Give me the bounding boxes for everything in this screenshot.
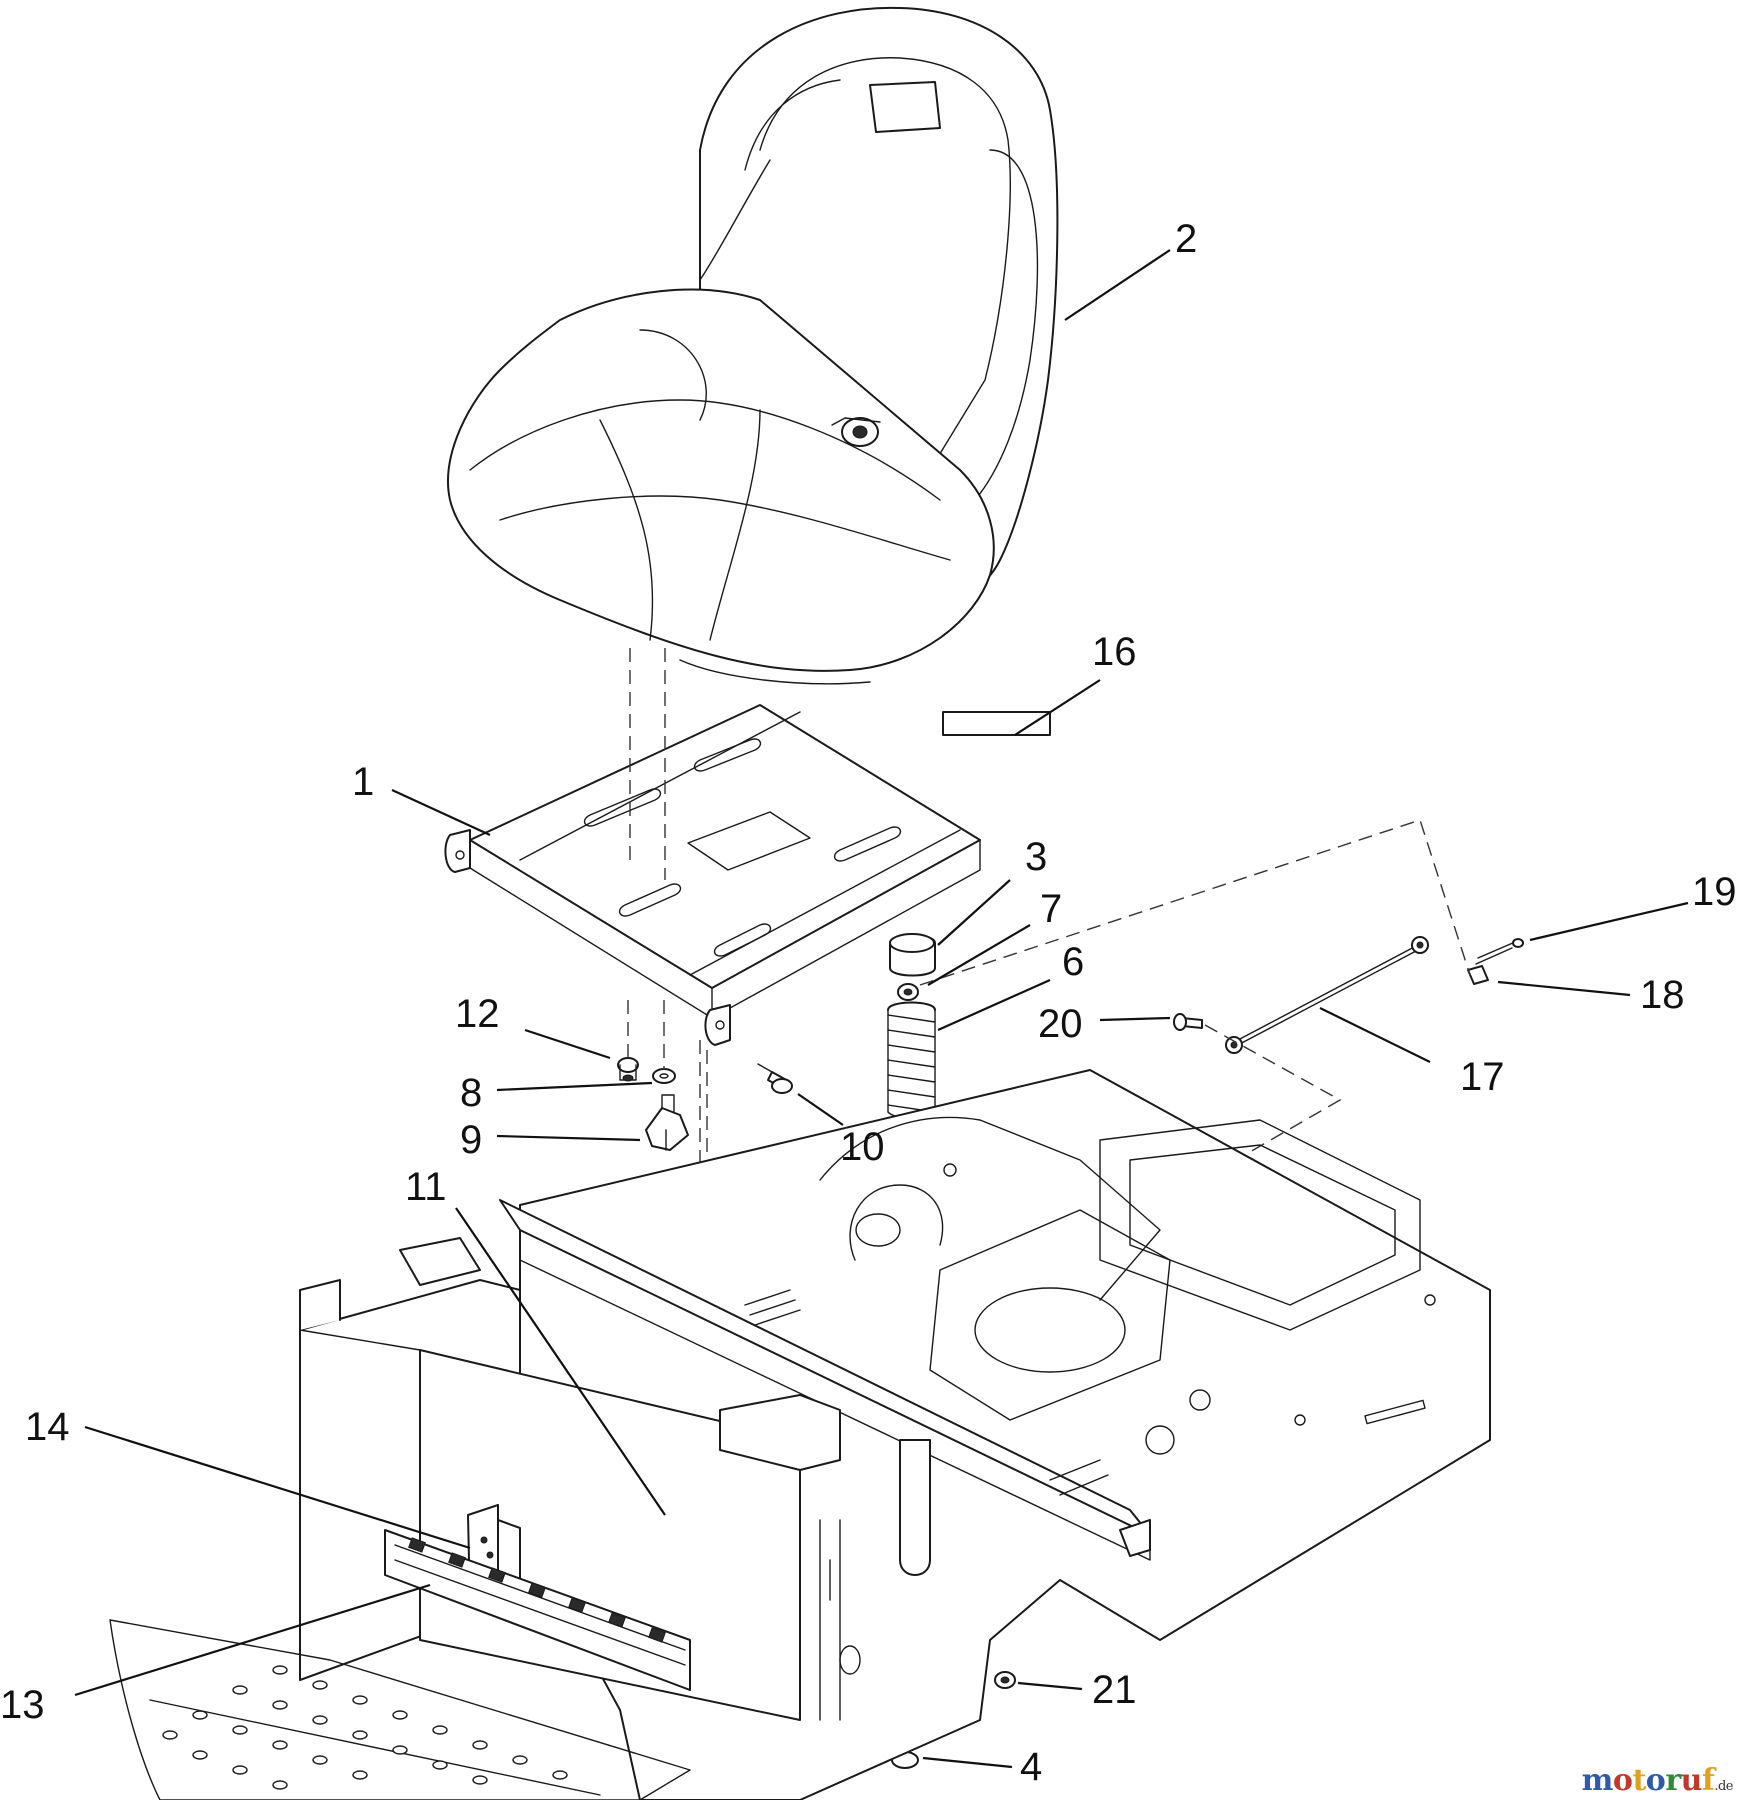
bolt-20 (1173, 1013, 1203, 1031)
callout-7: 7 (1040, 887, 1062, 931)
bolt-12 (617, 1057, 639, 1082)
leader-4 (922, 1756, 1013, 1769)
callout-14: 14 (25, 1405, 70, 1449)
leader-7 (927, 924, 1031, 986)
leader-9 (496, 1134, 641, 1142)
leader-19 (1529, 901, 1689, 942)
cotter-19 (1475, 938, 1524, 965)
callout-17: 17 (1460, 1055, 1505, 1099)
watermark-suffix: .de (1714, 1779, 1733, 1794)
leader-14 (84, 1425, 471, 1550)
callout-20: 20 (1038, 1002, 1083, 1046)
bolt-10 (757, 1063, 793, 1094)
washer (652, 1068, 676, 1084)
callout-2: 2 (1175, 217, 1197, 261)
watermark-letter: o (1645, 1763, 1666, 1798)
leader-21 (1017, 1681, 1083, 1691)
spring (887, 1001, 936, 1121)
callout-21: 21 (1092, 1668, 1137, 1712)
leader-8 (496, 1081, 653, 1092)
callout-1: 1 (352, 760, 374, 804)
callout-labels: 1 2 3 4 6 7 8 9 10 11 12 13 14 16 17 18 … (0, 217, 1737, 1789)
watermark-letter: f (1701, 1763, 1715, 1798)
link-rod (1225, 936, 1429, 1054)
leader-11 (455, 1207, 666, 1516)
callout-4: 4 (1020, 1745, 1042, 1789)
pin-18 (1467, 965, 1489, 985)
leader-13 (74, 1583, 431, 1697)
leader-18 (1497, 980, 1631, 997)
leader-6 (937, 978, 1051, 1032)
leader-12 (524, 1028, 611, 1060)
callout-8: 8 (460, 1071, 482, 1115)
foot-pan (109, 1619, 691, 1800)
watermark-letter: o (1612, 1763, 1633, 1798)
leader-10 (797, 1093, 844, 1126)
leader-3 (937, 879, 1011, 946)
nut-7 (897, 983, 919, 1001)
watermark-letter: m (1581, 1763, 1614, 1798)
callout-11: 11 (405, 1165, 447, 1209)
nut-21 (994, 1671, 1016, 1689)
watermark-letter: u (1680, 1763, 1703, 1798)
leader-1 (391, 789, 491, 836)
leader-16 (1014, 679, 1101, 736)
knob (645, 1094, 689, 1151)
callout-12: 12 (455, 992, 500, 1036)
console (299, 1237, 861, 1721)
watermark-letter: t (1632, 1763, 1646, 1798)
watermark-logo: motoruf.de (1582, 1763, 1734, 1798)
seat (447, 6, 1059, 685)
watermark-letters: motoruf (1582, 1763, 1715, 1798)
leader-lines (74, 249, 1689, 1769)
callout-10: 10 (840, 1125, 885, 1169)
callout-6: 6 (1062, 940, 1084, 984)
bumper (889, 933, 936, 977)
watermark-letter: r (1665, 1763, 1681, 1798)
callout-3: 3 (1025, 835, 1047, 879)
leader-17 (1319, 1007, 1431, 1063)
callout-19: 19 (1692, 870, 1737, 914)
callout-13: 13 (0, 1683, 45, 1727)
leader-2 (1064, 249, 1171, 321)
callout-18: 18 (1640, 973, 1685, 1017)
callout-16: 16 (1092, 630, 1137, 674)
leader-20 (1099, 1016, 1171, 1022)
callout-9: 9 (460, 1118, 482, 1162)
seat-plate (444, 704, 981, 1046)
